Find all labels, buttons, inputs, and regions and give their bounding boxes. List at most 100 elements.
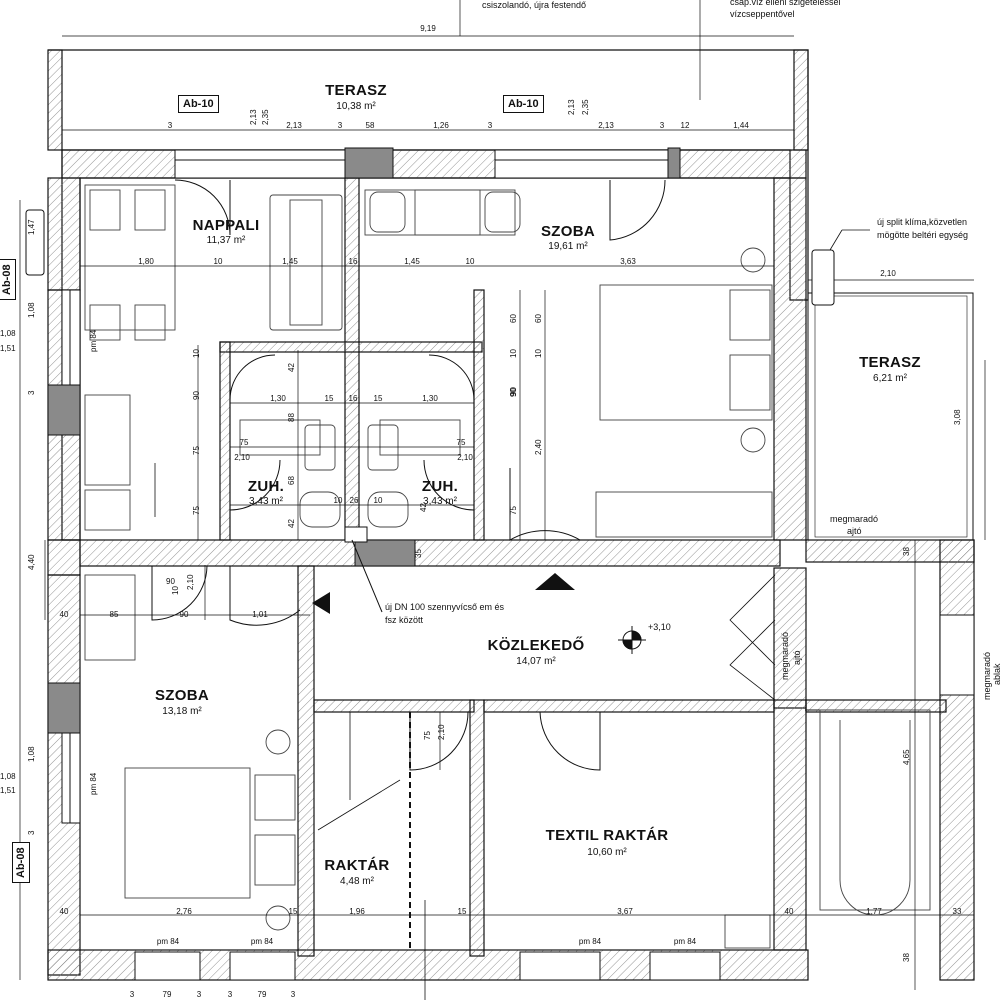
dim-r7-7: 1,77 [866, 907, 882, 916]
dim-vr-2: 4,65 [902, 749, 911, 765]
dim-r5-2: 10 [373, 496, 383, 505]
dim-r7-6: 40 [784, 907, 794, 916]
pm-label-b4: pm 84 [673, 937, 697, 946]
dim-vm-20: 2,10 [186, 574, 195, 590]
dim-vm-17: 75 [509, 506, 518, 515]
pm-label-b1: pm 84 [156, 937, 180, 946]
dim-vm-16: 2,40 [534, 439, 543, 455]
room-name-raktar: RAKTÁR [324, 857, 390, 874]
room-name-nappali: NAPPALI [192, 217, 260, 234]
note-door-1: megmaradó [830, 514, 879, 524]
room-area-raktar: 4,48 m² [340, 876, 374, 887]
dim-r6-2: 90 [179, 610, 189, 619]
dim-r3-2: 16 [348, 394, 358, 403]
pm-label-b3: pm 84 [578, 937, 602, 946]
window-tag-ab10-left: Ab-10 [178, 95, 219, 113]
pm-label-b2: pm 84 [250, 937, 274, 946]
room-area-terasz-top: 10,38 m² [336, 101, 376, 112]
dim-r6-3: 1,01 [252, 610, 268, 619]
dim-vm-9: 42 [419, 503, 428, 512]
dim-r4-1: 2,10 [234, 453, 250, 462]
dim-r2-0: 1,80 [138, 257, 154, 266]
note-pipe-2: fsz között [385, 615, 424, 625]
dim-r7-4: 15 [457, 907, 467, 916]
room-name-zuh-left: ZUH. [247, 478, 285, 495]
dim-r8-3: 3 [227, 990, 233, 999]
dim-vl-5: 1,08 [27, 746, 36, 762]
note-door-2: ajtó [847, 526, 862, 536]
room-area-textil-raktar: 10,60 m² [587, 847, 627, 858]
dim-r1v-2: 2,13 [567, 99, 576, 115]
dim-r3-0: 1,30 [270, 394, 286, 403]
section-markers [312, 573, 575, 614]
note-pipe-1: új DN 100 szennyvícső em és [385, 602, 505, 612]
dim-vm-1: 90 [192, 391, 201, 400]
dim-vr-0: 3,08 [953, 409, 962, 425]
dim-r6-1: 85 [109, 610, 119, 619]
dim-vm-10: 10 [509, 349, 518, 358]
note-window-vertical-2: ablak [992, 663, 1000, 685]
room-area-zuh-right: 3,43 m² [423, 496, 457, 507]
note-door-vertical-1: megmaradó [780, 631, 790, 680]
dim-vm-13: 60 [509, 314, 518, 323]
dim-vm-18: 10 [171, 586, 180, 595]
dim-vm-0: 10 [192, 349, 201, 358]
note-top-right-1: csap.víz elleni szigeteléssel [730, 0, 841, 7]
inner-walls [79, 177, 947, 957]
windows [61, 149, 975, 981]
dim-vm-8: 35 [414, 549, 423, 558]
dim-r2-right: 2,10 [880, 269, 896, 278]
level-label: +3,10 [648, 622, 671, 632]
dim-r7-0: 40 [59, 907, 69, 916]
room-area-kozlekedo: 14,07 m² [516, 656, 556, 667]
dim-r8-5: 3 [290, 990, 296, 999]
dim-r1-1: 2,13 [286, 121, 302, 130]
room-name-szoba-top: SZOBA [541, 223, 595, 240]
dim-r1v-1: 2,35 [261, 109, 270, 125]
note-top-right-2: vízcseppentővel [730, 9, 795, 19]
dim-r4-0: 75 [239, 438, 249, 447]
room-area-terasz-right: 6,21 m² [873, 373, 907, 384]
dim-r1-9: 1,44 [733, 121, 749, 130]
room-name-zuh-right: ZUH. [421, 478, 459, 495]
dim-vm-5: 88 [287, 413, 296, 422]
dim-vl-1: 1,08 [27, 302, 36, 318]
window-tag-ab10-right: Ab-10 [503, 95, 544, 113]
note-klima-2: mögötte beltéri egység [877, 230, 969, 240]
dim-vl-2: 1,51 [0, 344, 16, 353]
pm-label-nappali: pm 84 [89, 329, 98, 352]
dim-vl-4: 4,40 [27, 554, 36, 570]
room-name-terasz-right: TERASZ [859, 354, 921, 371]
terrace-outlines [807, 292, 974, 541]
dim-r6-0: 40 [59, 610, 69, 619]
dim-vl-2a: 1,08 [0, 329, 16, 338]
dim-r3-1: 15 [324, 394, 334, 403]
dim-vl-5b: 1,08 [0, 772, 16, 781]
dim-vm-4: 42 [287, 363, 296, 372]
dim-vl-7: 3 [27, 830, 36, 835]
dim-vm-3: 75 [192, 506, 201, 515]
dim-r8-1: 79 [162, 990, 172, 999]
dim-r1-4: 1,26 [433, 121, 449, 130]
dim-r1-2: 3 [337, 121, 343, 130]
dim-r1-8: 12 [680, 121, 690, 130]
dim-r1-6: 2,13 [598, 121, 614, 130]
leader-lines [154, 229, 870, 1000]
note-door-vertical-2: ajtó [792, 650, 802, 665]
dim-vm-12: 10 [534, 349, 543, 358]
dim-vl-3: 3 [27, 390, 36, 395]
window-tag-ab08-top: Ab-08 [0, 259, 16, 300]
room-name-szoba-bottom: SZOBA [155, 687, 209, 704]
dim-vm-7: 42 [287, 519, 296, 528]
dim-vm-6: 68 [287, 476, 296, 485]
dim-r7-3: 1,96 [349, 907, 365, 916]
dim-vm-19: 90 [166, 577, 175, 586]
room-area-nappali: 11,37 m² [206, 235, 246, 246]
dim-r7-2: 15 [288, 907, 298, 916]
pipe-box [344, 526, 383, 613]
dim-r7-1: 2,76 [176, 907, 192, 916]
dim-r7-5: 3,67 [617, 907, 633, 916]
dim-vm-15: 90 [509, 387, 518, 396]
dim-r4-2: 75 [456, 438, 466, 447]
